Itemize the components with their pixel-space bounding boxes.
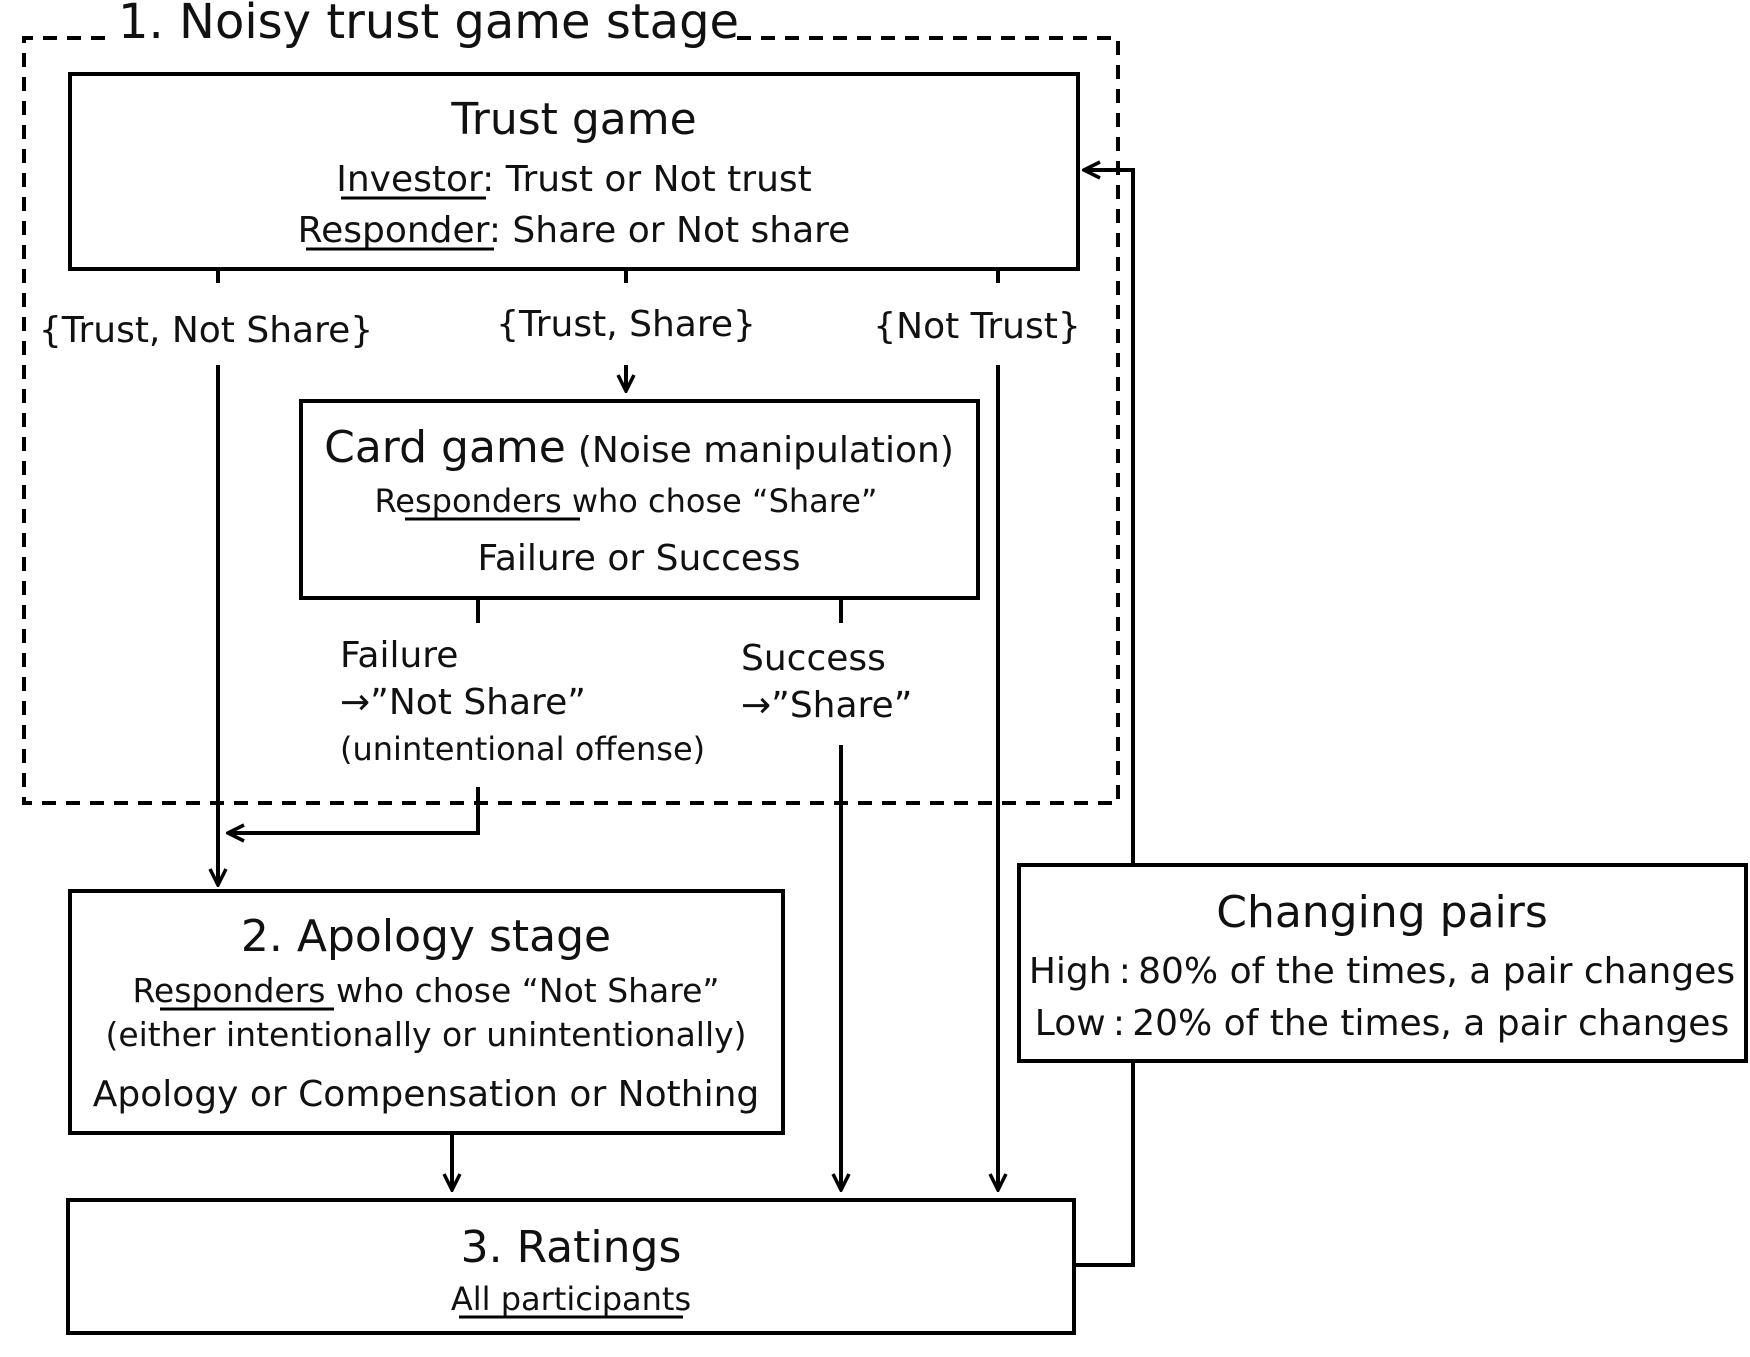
apology-stage-note: (either intentionally or unintentionally… <box>105 1015 746 1054</box>
loop-changing-pairs-to-trust-game <box>1084 170 1135 864</box>
loop-ratings-to-changing-pairs <box>1074 1061 1135 1267</box>
apology-stage-box <box>68 889 785 1135</box>
responder-line: Responder: Share or Not share <box>298 210 851 251</box>
stage1-dashed-frame <box>22 36 1120 805</box>
stage1-title: 1. Noisy trust game stage <box>118 0 739 50</box>
failure-note: (unintentional offense) <box>340 730 705 768</box>
responder-role: Responder <box>298 210 490 251</box>
card-game-who: Responders who chose “Share” <box>374 482 877 520</box>
apology-who-role: Responders <box>132 971 325 1010</box>
failure-result: →”Not Share” <box>340 682 586 723</box>
outcome-not-trust: {Not Trust} <box>873 306 1081 347</box>
trust-game-title: Trust game <box>450 94 696 145</box>
arrow-failure-to-apology <box>228 787 480 833</box>
apology-who-text: who chose “Not Share” <box>325 971 719 1010</box>
card-game-box <box>299 399 980 600</box>
apology-stage-options: Apology or Compensation or Nothing <box>93 1074 760 1115</box>
failure-label: Failure <box>340 635 458 676</box>
changing-pairs-title: Changing pairs <box>1216 887 1548 938</box>
ratings-title: 3. Ratings <box>461 1222 682 1273</box>
changing-pairs-high: High : 80% of the times, a pair changes <box>1029 951 1735 992</box>
changing-pairs-box <box>1017 863 1748 1063</box>
card-game-heading: Card game (Noise manipulation) <box>324 422 954 473</box>
ratings-box <box>66 1198 1076 1335</box>
trust-game-box <box>68 72 1080 271</box>
card-game-who-text: who chose “Share” <box>562 482 878 520</box>
success-result: →”Share” <box>741 685 912 726</box>
investor-choices: : Trust or Not trust <box>482 159 812 200</box>
card-game-title: Card game <box>324 422 566 473</box>
card-game-result: Failure or Success <box>477 538 800 579</box>
investor-role: Investor <box>336 159 483 200</box>
apology-stage-title: 2. Apology stage <box>241 911 611 962</box>
card-game-subtitle: (Noise manipulation) <box>578 430 954 471</box>
investor-line: Investor: Trust or Not trust <box>336 159 812 200</box>
outcome-trust-not-share: {Trust, Not Share} <box>39 310 373 351</box>
changing-pairs-low: Low : 20% of the times, a pair changes <box>1035 1003 1729 1044</box>
responder-choices: : Share or Not share <box>489 210 850 251</box>
card-game-who-role: Responders <box>374 482 561 520</box>
apology-stage-who: Responders who chose “Not Share” <box>132 971 719 1010</box>
ratings-who: All participants <box>451 1280 691 1318</box>
outcome-trust-share: {Trust, Share} <box>496 304 756 345</box>
success-label: Success <box>741 638 886 679</box>
